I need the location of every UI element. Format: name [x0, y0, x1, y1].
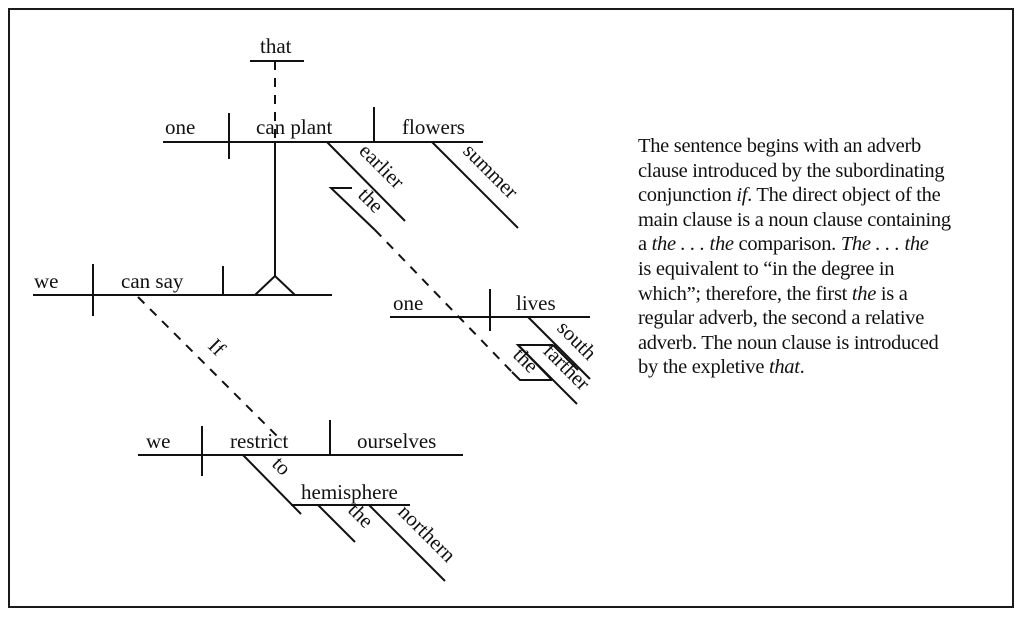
explanation-line: adverb. The noun clause is introduced — [638, 331, 1018, 356]
word-one-top: one — [165, 115, 195, 139]
italic-term: that — [768, 356, 800, 379]
word-the-first: the — [353, 183, 388, 218]
the-second-slant — [511, 371, 552, 381]
explanation-line: is equivalent to “in the degree in — [638, 257, 1018, 282]
summer-slant — [431, 141, 519, 229]
word-one-inner: one — [393, 291, 423, 315]
text-run: by the expletive — [638, 356, 769, 379]
explanation-line: by the expletive that. — [638, 355, 1018, 380]
word-can-say: can say — [121, 269, 184, 293]
word-ourselves: ourselves — [357, 429, 436, 453]
text-run: comparison. — [733, 233, 841, 256]
text-run: clause introduced by the subordinating — [638, 159, 945, 182]
word-we-sub: we — [146, 429, 171, 453]
northern-slant — [368, 504, 446, 582]
word-hemisphere: hemisphere — [301, 480, 398, 504]
text-run: adverb. The noun clause is introduced — [638, 331, 939, 354]
explanation-line: a the . . . the comparison. The . . . th… — [638, 232, 1018, 257]
word-lives: lives — [516, 291, 556, 315]
word-earlier: earlier — [354, 139, 409, 194]
farther-lower-slant — [552, 344, 579, 371]
the-second-box — [517, 344, 553, 381]
text-run: The sentence begins with an adverb — [638, 135, 921, 157]
text-run: which”; therefore, the first — [638, 282, 852, 305]
word-if: If — [203, 334, 230, 361]
the-first-slant — [328, 187, 376, 231]
word-can-plant: can plant — [256, 115, 333, 139]
explanation-line: regular adverb, the second a relative — [638, 306, 1018, 331]
explanation-line: conjunction if. The direct object of the — [638, 183, 1018, 208]
earlier-slant — [326, 141, 406, 222]
text-run: regular adverb, the second a relative — [638, 307, 925, 330]
text-run: a — [638, 233, 652, 256]
if-dashed-connector — [137, 296, 278, 437]
explanation-line: clause introduced by the subordinating — [638, 159, 1018, 184]
text-run: conjunction — [638, 184, 737, 207]
explanation-line: main clause is a noun clause containing — [638, 208, 1018, 233]
the-third-slant — [317, 504, 356, 543]
figure-border — [8, 8, 1014, 608]
text-run: main clause is a noun clause containing — [638, 208, 951, 231]
explanation-line: which”; therefore, the first the is a — [638, 282, 1018, 307]
text-run: . The direct object of the — [747, 184, 941, 207]
italic-term: the . . . the — [651, 233, 734, 256]
italic-term: The . . . the — [840, 233, 929, 256]
word-that: that — [260, 34, 292, 58]
word-summer: summer — [458, 139, 523, 204]
text-run: is equivalent to “in the degree in — [638, 257, 895, 280]
word-restrict: restrict — [230, 429, 288, 453]
text-run: is a — [876, 282, 908, 305]
explanation-line: The sentence begins with an adverb — [638, 134, 1018, 159]
word-northern: northern — [393, 500, 461, 568]
south-slant — [527, 316, 591, 380]
pedestal-base — [254, 274, 296, 296]
italic-term: the — [851, 282, 877, 305]
text-run: . — [799, 356, 805, 379]
word-flowers: flowers — [402, 115, 465, 139]
italic-term: if — [736, 184, 748, 207]
word-we-main: we — [34, 269, 59, 293]
